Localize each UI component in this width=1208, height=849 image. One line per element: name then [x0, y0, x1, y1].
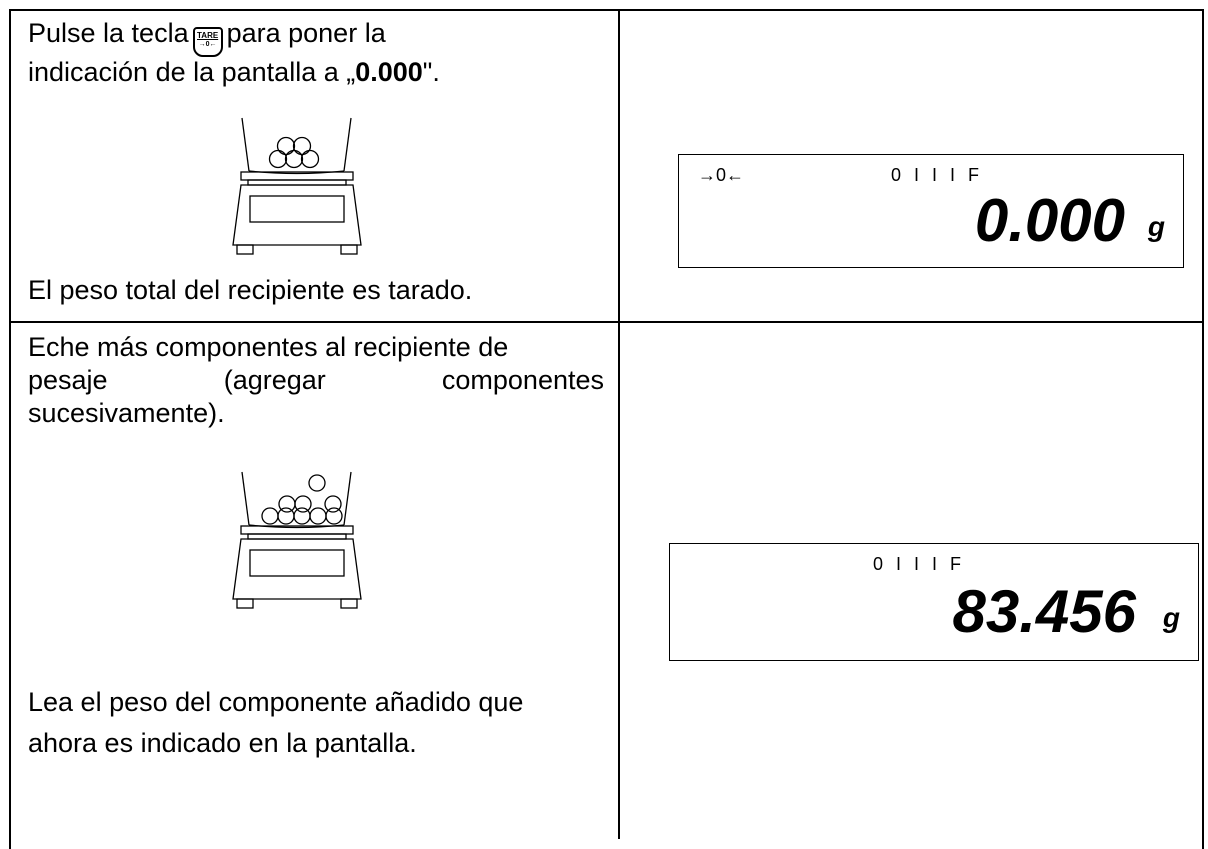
step2-line1: Eche más componentes al recipiente de [28, 332, 509, 362]
step2-note-line1: Lea el peso del componente añadido que [28, 687, 524, 717]
weight-value: 0.000 [974, 187, 1125, 254]
instruction-table [9, 9, 1204, 849]
weight-value: 83.456 [952, 578, 1136, 645]
step1-note: El peso total del recipiente es tarado. [28, 275, 473, 305]
weight-unit: g [1147, 211, 1165, 242]
scale-adding-components-icon [232, 471, 362, 609]
balance-display-tared: →0← 0 I I I F 0.000 g [678, 154, 1184, 268]
step2-line2: pesaje (agregar componentes [28, 365, 604, 395]
row-divider [9, 321, 1204, 323]
step2-line3: sucesivamente). [28, 398, 225, 428]
tare-key-icon: TARE→0← [192, 27, 223, 57]
column-divider [618, 9, 620, 839]
display-flags: 0 I I I F [891, 165, 984, 185]
balance-display-weight: 0 I I I F 83.456 g [669, 543, 1199, 661]
scale-with-container-icon [232, 117, 362, 255]
display-flags: 0 I I I F [873, 554, 966, 574]
weight-unit: g [1162, 602, 1180, 633]
step2-note-line2: ahora es indicado en la pantalla. [28, 728, 417, 758]
step1-line2: indicación de la pantalla a „0.000". [28, 57, 440, 87]
zero-indicator: →0← [698, 165, 745, 185]
